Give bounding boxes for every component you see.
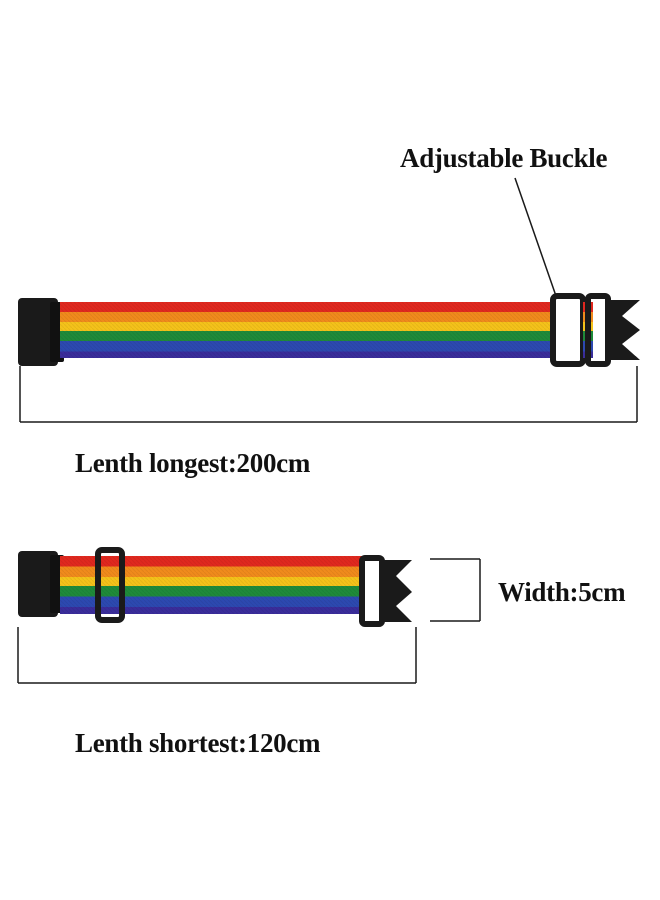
left-buckle-short	[18, 551, 64, 617]
adjustable-slider-long	[550, 293, 586, 367]
longest-length-label: Lenth longest:200cm	[75, 448, 311, 478]
shortest-length-label: Lenth shortest:120cm	[75, 728, 321, 758]
long-strap	[18, 293, 640, 367]
buckle-callout-line	[514, 177, 557, 297]
adjustable-slider-short	[95, 547, 125, 623]
width-dimension-bracket	[430, 558, 481, 622]
width-label: Width:5cm	[498, 577, 626, 607]
right-buckle-short	[359, 555, 412, 627]
short-strap	[18, 547, 412, 627]
longest-dimension-bracket	[19, 366, 638, 423]
shortest-dimension-bracket	[17, 627, 417, 684]
left-buckle-long	[18, 298, 64, 366]
right-buckle-long	[585, 293, 640, 367]
adjustable-buckle-label: Adjustable Buckle	[400, 143, 608, 173]
